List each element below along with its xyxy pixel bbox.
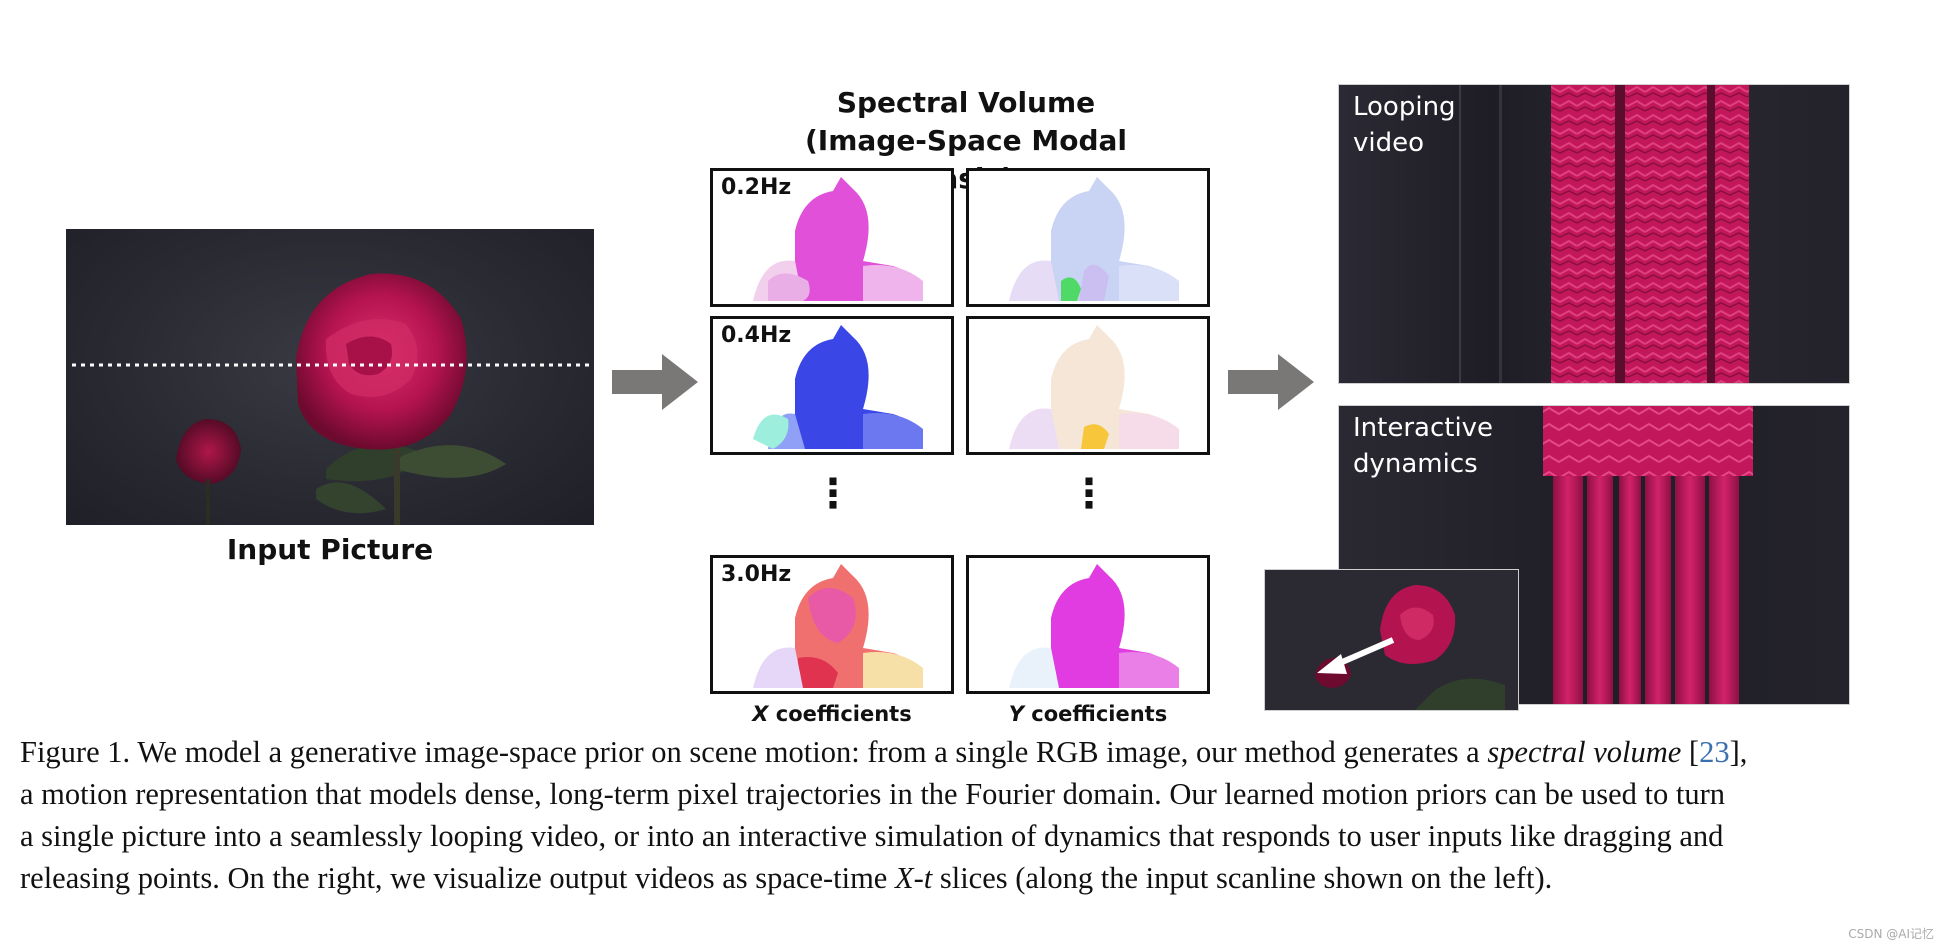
x-coef-panel-0-2hz: 0.2Hz bbox=[710, 168, 954, 307]
caption-line-4: releasing points. On the right, we visua… bbox=[20, 861, 1553, 895]
drag-arrow-icon bbox=[1317, 654, 1347, 674]
y-coef-letter: Y bbox=[1008, 702, 1024, 726]
looping-video-xt-slice bbox=[1339, 85, 1849, 383]
y-coefficients-label: Y coefficients bbox=[966, 702, 1210, 726]
caption-line-2: a motion representation that models dens… bbox=[20, 777, 1725, 811]
caption-line-1: Figure 1. We model a generative image-sp… bbox=[20, 735, 1748, 769]
x-coef-panel-0-4hz: 0.4Hz bbox=[710, 316, 954, 455]
spectral-volume-title-line2: (Image-Space Modal Basis) bbox=[804, 124, 1127, 195]
watermark: CSDN @AI记忆 bbox=[1848, 927, 1934, 941]
citation-link[interactable]: 23 bbox=[1699, 735, 1730, 769]
looping-video-slice: Looping video bbox=[1338, 84, 1850, 384]
frequency-label-3-0hz: 3.0Hz bbox=[721, 562, 792, 587]
looping-label-line2: video bbox=[1353, 128, 1425, 158]
spectral-volume-title: Spectral Volume (Image-Space Modal Basis… bbox=[756, 84, 1176, 198]
interactive-dynamics-slice: Interactive dynamics bbox=[1338, 405, 1850, 705]
interactive-input-inset bbox=[1264, 569, 1519, 711]
spectral-volume-title-line1: Spectral Volume bbox=[836, 86, 1096, 119]
arrow-right-icon bbox=[1228, 354, 1314, 410]
x-coefficients-label: X coefficients bbox=[710, 702, 954, 726]
rose-photo bbox=[72, 273, 592, 525]
arrow-right-icon bbox=[612, 354, 698, 410]
x-coef-word: coefficients bbox=[768, 702, 912, 726]
interactive-dynamics-label: Interactive dynamics bbox=[1353, 410, 1493, 482]
y-coef-panel-0-4hz bbox=[966, 316, 1210, 455]
x-coef-panel-3-0hz: 3.0Hz bbox=[710, 555, 954, 694]
input-picture-label: Input Picture bbox=[226, 533, 434, 566]
y-coef-panel-3-0hz bbox=[966, 555, 1210, 694]
looping-video-label: Looping video bbox=[1353, 89, 1456, 161]
ellipsis-y: ⋮ bbox=[1069, 471, 1109, 517]
interactive-dynamics-xt-slice bbox=[1339, 406, 1849, 704]
y-coef-word: coefficients bbox=[1023, 702, 1168, 726]
y-coef-panel-0-2hz bbox=[966, 168, 1210, 307]
interactive-label-line2: dynamics bbox=[1353, 449, 1478, 479]
figure-caption: Figure 1. We model a generative image-sp… bbox=[20, 731, 1926, 899]
input-picture bbox=[66, 229, 594, 525]
caption-line-3: a single picture into a seamlessly loopi… bbox=[20, 819, 1724, 853]
frequency-label-0-4hz: 0.4Hz bbox=[721, 323, 792, 348]
frequency-label-0-2hz: 0.2Hz bbox=[721, 175, 792, 200]
looping-label-line1: Looping bbox=[1353, 92, 1456, 122]
ellipsis-x: ⋮ bbox=[813, 471, 853, 517]
interactive-label-line1: Interactive bbox=[1353, 413, 1494, 443]
x-coef-letter: X bbox=[752, 702, 769, 726]
